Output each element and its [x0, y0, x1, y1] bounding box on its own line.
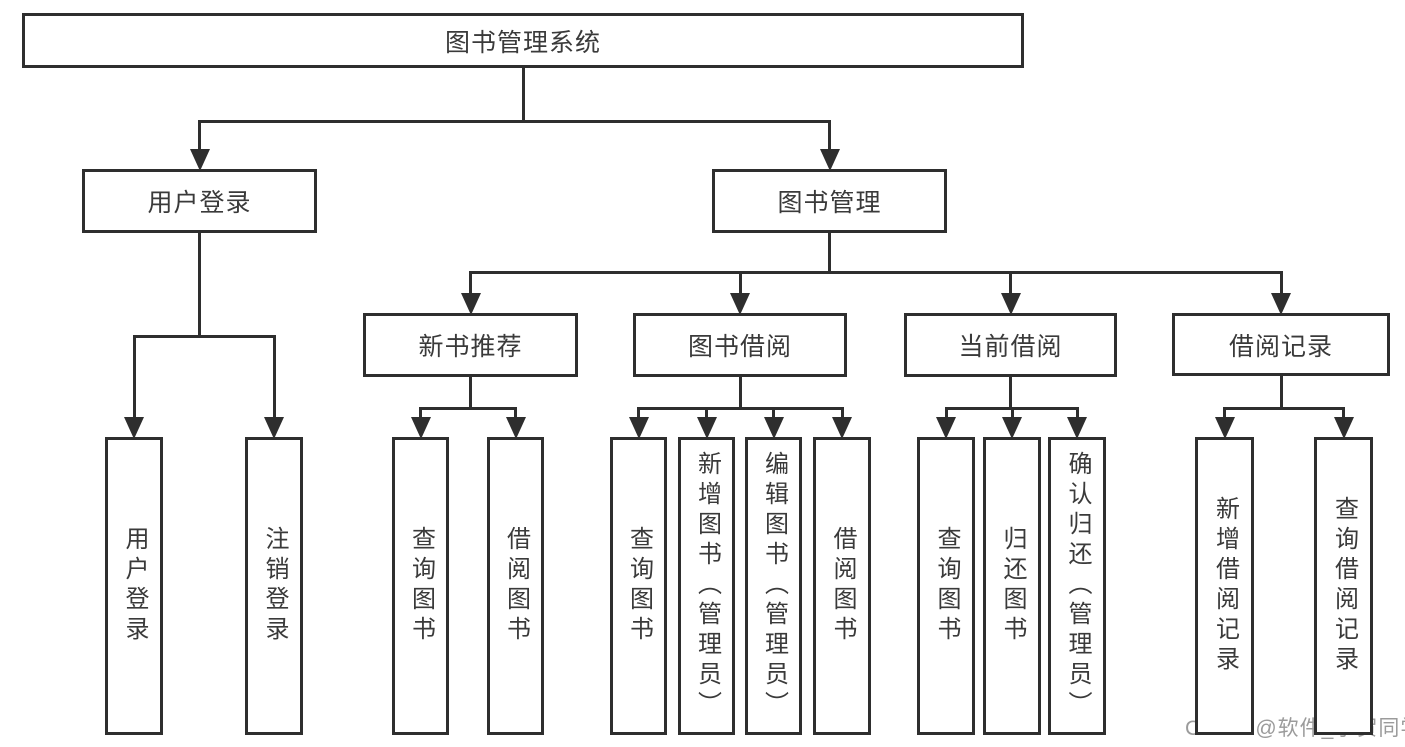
- box-label: 借阅记录: [1228, 332, 1333, 361]
- box-logout: 注销登录: [245, 437, 303, 735]
- box-bb-add: 新增图书（管理员）: [678, 437, 735, 735]
- arrow-head: [410, 417, 431, 439]
- arrow-head: [124, 417, 144, 439]
- connector-line: [1279, 376, 1283, 408]
- box-cb-return: 归还图书: [983, 437, 1041, 735]
- arrow-head: [819, 149, 840, 171]
- arrow-head: [1000, 293, 1021, 315]
- box-current-borrow: 当前借阅: [904, 313, 1117, 377]
- box-label: 确认归还（管理员）: [1064, 451, 1091, 721]
- box-label: 查询图书: [407, 526, 435, 646]
- box-bb-edit: 编辑图书（管理员）: [745, 437, 802, 735]
- connector-line: [1223, 408, 1226, 417]
- connector-line: [469, 377, 472, 408]
- connector-line: [1009, 272, 1012, 293]
- box-label: 查询图书: [625, 526, 653, 646]
- arrow-head: [1214, 417, 1235, 439]
- box-bb-borrow: 借阅图书: [813, 437, 871, 735]
- box-label: 图书管理系统: [444, 28, 601, 57]
- arrow-head: [696, 417, 717, 439]
- box-label: 查询图书: [933, 526, 960, 646]
- connector-line: [828, 121, 831, 149]
- arrow-head: [1333, 417, 1354, 439]
- box-br-query: 查询借阅记录: [1314, 437, 1373, 735]
- arrow-head: [460, 293, 481, 315]
- arrow-head: [189, 149, 210, 171]
- arrow-head: [832, 417, 852, 439]
- box-bb-query: 查询图书: [610, 437, 667, 735]
- box-borrow-record: 借阅记录: [1172, 313, 1390, 376]
- arrow-head: [1271, 293, 1291, 315]
- connector-line: [514, 408, 517, 417]
- connector-line: [419, 406, 517, 410]
- connector-line: [198, 121, 201, 149]
- connector-line: [1342, 408, 1345, 417]
- connector-line: [272, 336, 276, 417]
- arrow-head: [628, 417, 649, 439]
- connector-line: [1279, 272, 1283, 293]
- connector-line: [521, 68, 525, 121]
- connector-line: [419, 408, 422, 417]
- arrow-head: [1067, 417, 1087, 439]
- connector-line: [469, 270, 1283, 274]
- box-label: 新增图书（管理员）: [693, 451, 721, 721]
- box-book-mgmt: 图书管理: [712, 169, 947, 233]
- box-label: 用户登录: [121, 526, 148, 646]
- connector-line: [132, 334, 276, 338]
- box-login-user: 用户登录: [105, 437, 163, 735]
- box-label: 图书借阅: [687, 333, 792, 361]
- connector-line: [1075, 408, 1079, 417]
- box-label: 用户登录: [147, 189, 252, 217]
- box-label: 借阅图书: [502, 526, 530, 646]
- box-user-login: 用户登录: [82, 169, 317, 233]
- box-new-book: 新书推荐: [363, 313, 578, 377]
- connector-line: [198, 119, 831, 123]
- connector-line: [840, 408, 844, 417]
- connector-line: [1010, 408, 1014, 417]
- box-label: 借阅图书: [829, 526, 856, 646]
- box-book-borrow: 图书借阅: [633, 313, 847, 377]
- connector-line: [637, 408, 640, 417]
- connector-line: [1223, 406, 1345, 410]
- connector-line: [828, 233, 831, 272]
- box-cb-confirm: 确认归还（管理员）: [1048, 437, 1106, 735]
- connector-line: [198, 233, 201, 336]
- arrow-head: [264, 417, 284, 439]
- box-cb-query: 查询图书: [917, 437, 975, 735]
- connector-line: [132, 336, 136, 417]
- box-label: 查询借阅记录: [1330, 496, 1358, 676]
- box-label: 当前借阅: [958, 333, 1063, 361]
- connector-line: [1009, 377, 1012, 408]
- connector-line: [738, 272, 742, 293]
- connector-line: [469, 272, 472, 293]
- connector-line: [772, 408, 775, 417]
- box-label: 新增借阅记录: [1211, 496, 1239, 676]
- box-label: 归还图书: [999, 526, 1026, 646]
- arrow-head: [505, 417, 526, 439]
- box-system: 图书管理系统: [22, 13, 1024, 68]
- connector-line: [637, 406, 844, 410]
- arrow-head: [936, 417, 956, 439]
- box-nb-borrow: 借阅图书: [487, 437, 544, 735]
- connector-line: [944, 408, 948, 417]
- box-br-add: 新增借阅记录: [1195, 437, 1254, 735]
- box-label: 新书推荐: [418, 333, 523, 361]
- box-label: 编辑图书（管理员）: [760, 451, 788, 721]
- box-label: 注销登录: [261, 526, 288, 646]
- connector-line: [705, 408, 708, 417]
- box-nb-query: 查询图书: [392, 437, 449, 735]
- arrow-head: [763, 417, 784, 439]
- arrow-head: [730, 293, 750, 315]
- connector-line: [738, 377, 742, 408]
- arrow-head: [1002, 417, 1022, 439]
- box-label: 图书管理: [777, 189, 882, 217]
